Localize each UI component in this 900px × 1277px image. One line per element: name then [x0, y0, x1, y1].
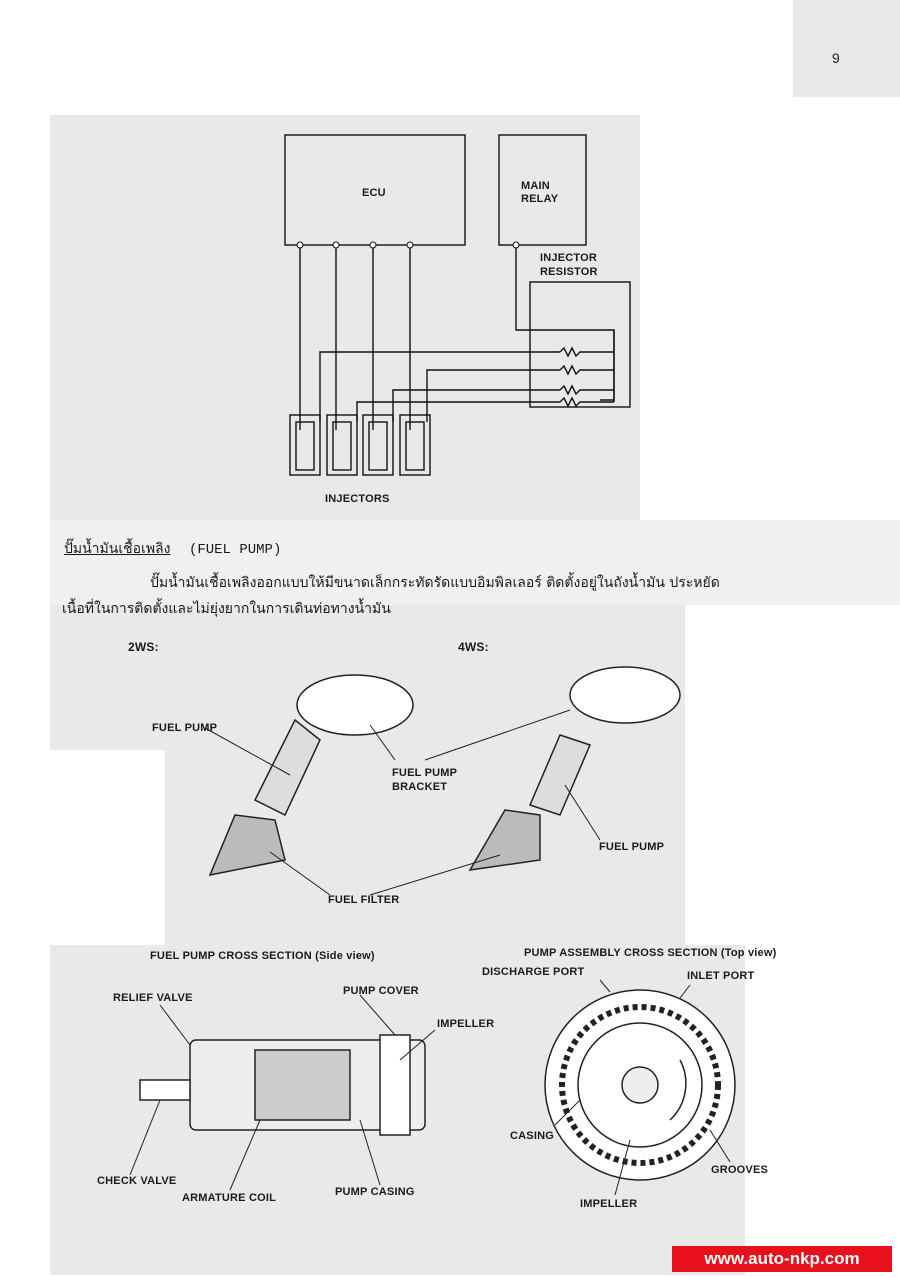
section-heading: ปั๊มน้ำมันเชื้อเพลิง (FUEL PUMP)	[64, 538, 281, 560]
armature-coil-label: ARMATURE COIL	[182, 1192, 277, 1204]
label-2ws: 2WS:	[128, 640, 159, 654]
relief-valve-label: RELIEF VALVE	[113, 992, 193, 1004]
paragraph-line-1: ปั๊มน้ำมันเชื้อเพลิงออกแบบให้มีขนาดเล็กก…	[150, 575, 720, 591]
inlet-port-label: INLET PORT	[687, 970, 755, 982]
main-relay-label-2: RELAY	[521, 193, 559, 205]
impeller-label-top: IMPELLER	[580, 1198, 638, 1210]
paragraph-line-2: เนื้อที่ในการติดตั้งและไม่ยุ่งยากในการเด…	[62, 601, 391, 617]
injectors-label: INJECTORS	[325, 493, 390, 505]
ecu-label: ECU	[362, 187, 386, 199]
fuel-pump-label-right: FUEL PUMP	[599, 841, 665, 853]
scan-background-pump	[50, 605, 685, 750]
scan-background-strip	[50, 520, 900, 605]
pump-cover-label: PUMP COVER	[343, 985, 419, 997]
check-valve-label: CHECK VALVE	[97, 1175, 177, 1187]
pump-casing-label: PUMP CASING	[335, 1186, 415, 1198]
fuel-pump-bracket-label-2: BRACKET	[392, 781, 448, 793]
page-number: 9	[832, 50, 840, 66]
scan-background-top-right	[793, 0, 900, 97]
fuel-pump-bracket-label-1: FUEL PUMP	[392, 767, 458, 779]
impeller-label-side: IMPELLER	[437, 1018, 495, 1030]
injector-resistor-label-1: INJECTOR	[540, 252, 598, 264]
fuel-filter-label: FUEL FILTER	[328, 894, 400, 906]
top-view-title: PUMP ASSEMBLY CROSS SECTION (Top view)	[524, 947, 777, 959]
injector-resistor-label-2: RESISTOR	[540, 266, 598, 278]
watermark: www.auto-nkp.com	[672, 1246, 892, 1272]
section-heading-thai: ปั๊มน้ำมันเชื้อเพลิง	[64, 541, 171, 557]
discharge-port-label: DISCHARGE PORT	[482, 966, 585, 978]
main-relay-label-1: MAIN	[521, 180, 550, 192]
grooves-label: GROOVES	[711, 1164, 769, 1176]
label-4ws: 4WS:	[458, 640, 489, 654]
scan-background-wiring	[50, 115, 640, 520]
side-view-title: FUEL PUMP CROSS SECTION (Side view)	[150, 950, 375, 962]
fuel-pump-label-left: FUEL PUMP	[152, 722, 218, 734]
casing-label: CASING	[510, 1130, 554, 1142]
section-heading-en: (FUEL PUMP)	[188, 542, 282, 558]
